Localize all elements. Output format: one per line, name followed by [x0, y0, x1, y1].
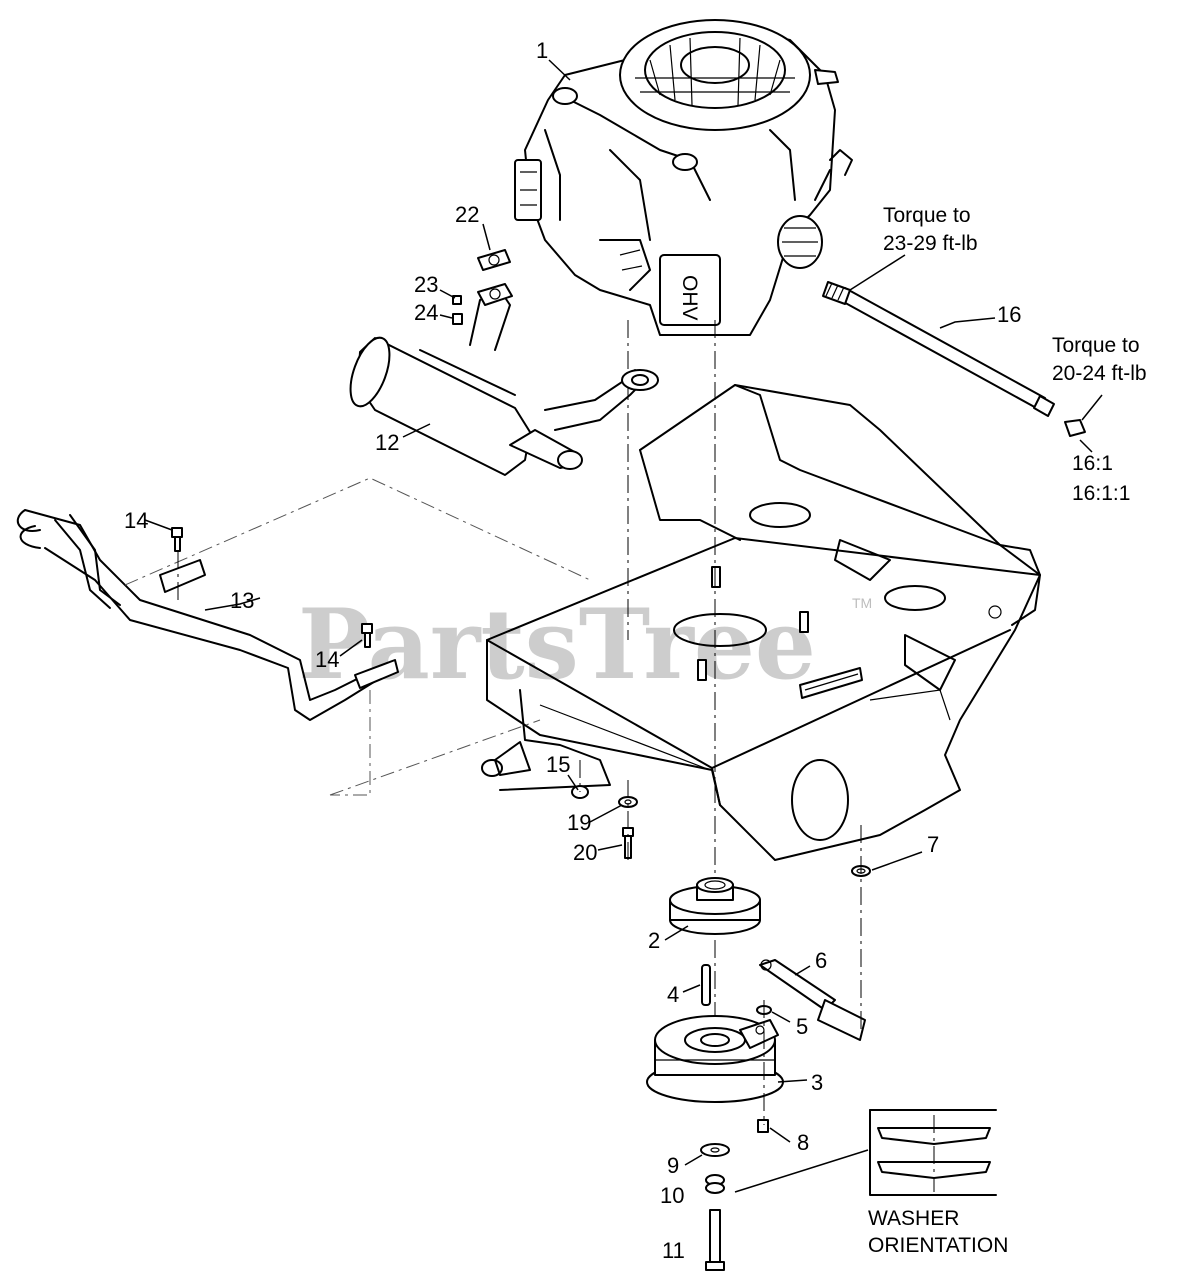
svg-text:PartsTree: PartsTree — [298, 588, 816, 701]
callout-7: 7 — [927, 832, 939, 857]
electric-clutch — [646, 1015, 784, 1103]
muffler — [349, 289, 659, 476]
torque-note-fitting: Torque to 23-29 ft-lb — [883, 204, 978, 255]
callout-20: 20 — [573, 840, 597, 865]
clutch-stop-rod — [759, 959, 866, 1041]
svg-text:OHV: OHV — [678, 275, 701, 321]
chassis-frame — [481, 384, 1041, 861]
exhaust-gasket — [477, 249, 511, 271]
engine: OHV — [514, 19, 853, 336]
callout-14: 14 — [315, 647, 339, 672]
handle-bolt — [171, 527, 183, 552]
callout-23: 23 — [414, 272, 438, 297]
washer-9 — [700, 1143, 730, 1157]
callout-9: 9 — [667, 1153, 679, 1178]
callouts: 1 22 23 24 12 14 13 14 15 19 20 7 2 4 6 … — [124, 38, 1021, 1263]
handle-bolt — [361, 623, 373, 648]
svg-text:20-24 ft-lb: 20-24 ft-lb — [1052, 362, 1147, 385]
flange-nut — [452, 295, 463, 325]
partstree-watermark: PartsTree TM — [298, 588, 872, 701]
svg-text:ORIENTATION: ORIENTATION — [868, 1234, 1008, 1257]
callout-15: 15 — [546, 752, 570, 777]
callout-2: 2 — [648, 928, 660, 953]
callout-14: 14 — [124, 508, 148, 533]
drain-cap — [1064, 419, 1086, 437]
svg-text:23-29 ft-lb: 23-29 ft-lb — [883, 232, 978, 255]
leader-lines — [144, 59, 1103, 1193]
handle-bar — [16, 509, 399, 721]
callout-10: 10 — [660, 1183, 684, 1208]
callout-4: 4 — [667, 982, 679, 1007]
callout-13: 13 — [230, 588, 254, 613]
spacer-8 — [757, 1119, 769, 1133]
handle-phantom-outline — [124, 477, 591, 796]
callout-24: 24 — [414, 300, 438, 325]
pulley — [669, 877, 761, 935]
callout-8: 8 — [797, 1130, 809, 1155]
callout-5: 5 — [796, 1014, 808, 1039]
bolt-11 — [705, 1209, 725, 1271]
cap-reference: 16:1 16:1:1 — [1072, 452, 1130, 505]
shaft-key — [701, 964, 711, 1006]
exhaust-flange — [477, 283, 513, 306]
svg-text:WASHER: WASHER — [868, 1207, 959, 1230]
callout-16: 16 — [997, 302, 1021, 327]
washer-orientation-inset: WASHER ORIENTATION — [868, 1109, 1008, 1257]
svg-text:16:1:1: 16:1:1 — [1072, 482, 1130, 505]
oil-drain-hose — [822, 281, 1055, 417]
svg-text:Torque to: Torque to — [883, 204, 971, 227]
callout-12: 12 — [375, 430, 399, 455]
svg-text:16:1: 16:1 — [1072, 452, 1113, 475]
svg-text:Torque to: Torque to — [1052, 334, 1140, 357]
callout-1: 1 — [536, 38, 548, 63]
svg-text:TM: TM — [852, 595, 872, 611]
torque-note-cap: Torque to 20-24 ft-lb — [1052, 334, 1147, 385]
callout-19: 19 — [567, 810, 591, 835]
callout-6: 6 — [815, 948, 827, 973]
washers-10 — [705, 1174, 725, 1194]
callout-11: 11 — [662, 1238, 685, 1263]
callout-22: 22 — [455, 202, 479, 227]
callout-3: 3 — [811, 1070, 823, 1095]
